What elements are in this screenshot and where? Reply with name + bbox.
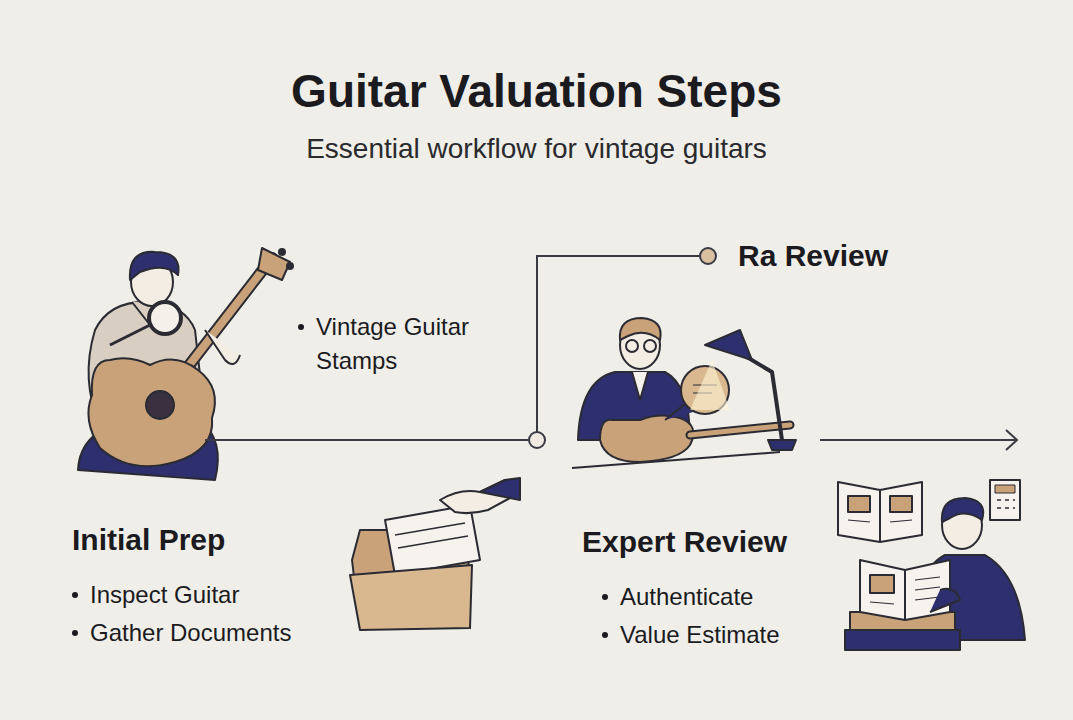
subtitle: Essential workflow for vintage guitars xyxy=(0,133,1073,165)
flow-arrow xyxy=(820,430,1017,450)
folder-figure xyxy=(350,478,520,630)
stage-group: Initial PrepInspect GuitarGather Documen… xyxy=(60,230,530,660)
stage-heading: Expert Review xyxy=(582,524,787,560)
stage-group: Ra Review xyxy=(702,238,892,274)
stage-heading: Initial Prep xyxy=(72,522,225,558)
stage-group: Expert ReviewAuthenticateValue Estimate xyxy=(575,300,1030,660)
bullet-item: Authenticate xyxy=(600,580,753,614)
research-figure xyxy=(838,480,1025,650)
bullet-item: Value Estimate xyxy=(600,618,780,652)
stage-heading: Ra Review xyxy=(738,238,888,274)
bullet-item: Gather Documents xyxy=(70,616,291,650)
stage-line xyxy=(205,439,532,441)
diagram-title: Guitar Valuation Steps xyxy=(0,64,1073,118)
inspector-figure xyxy=(78,248,293,480)
connector xyxy=(529,248,716,448)
bullet-item: Vintage Guitar Stamps xyxy=(296,310,496,378)
expert-figure xyxy=(572,318,796,468)
bullet-item: Inspect Guitar xyxy=(70,578,239,612)
